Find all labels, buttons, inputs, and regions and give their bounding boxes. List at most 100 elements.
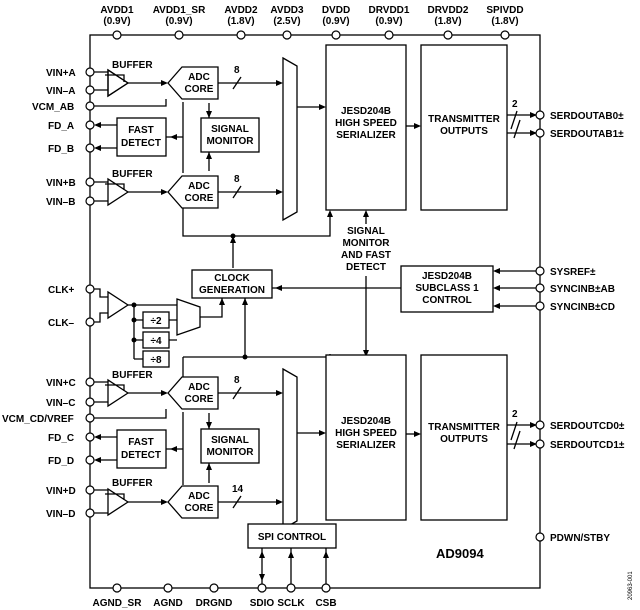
arrow-sdio-up (259, 551, 265, 558)
pin-vin-a-p (85, 67, 95, 77)
channel-a: VIN+A VIN–A BUFFER ADC CORE 8 (46, 60, 283, 100)
pin-sysref (535, 266, 545, 276)
junction-clk2 (131, 317, 137, 323)
junction-clk3 (131, 337, 137, 343)
buffer-a-outline (105, 68, 130, 98)
wire-fd-cd (97, 436, 117, 461)
signal-monitor-ab: SIGNAL MONITOR (200, 103, 260, 171)
adc-core-d-l1: ADC (188, 491, 210, 502)
fast-detect-cd-box (116, 429, 167, 469)
part-number: AD9094 (436, 546, 484, 561)
arrow-smfd-bottom (363, 350, 369, 357)
label-buffer-d: BUFFER (112, 478, 153, 489)
label-vin-d-p: VIN+D (46, 486, 76, 497)
bus-width-d: 14 (232, 484, 244, 495)
clock-buffer (107, 290, 130, 320)
label-sysref: SYSREF± (550, 267, 596, 278)
label-clk-n: CLK– (48, 318, 75, 329)
pin-avdd3 (282, 30, 292, 40)
pin-avdd1-sr (174, 30, 184, 40)
channel-c: VIN+C VIN–C BUFFER ADC CORE 8 (46, 357, 283, 410)
label-fd-b: FD_B (48, 144, 74, 155)
pin-serdout-cd0 (535, 420, 545, 430)
clock-generation (191, 269, 273, 299)
adc-core-a-l2: CORE (185, 84, 214, 95)
smfd-label-l2: MONITOR (342, 238, 390, 249)
label-vin-b-n: VIN–B (46, 197, 75, 208)
mux-cd (282, 367, 298, 531)
buffer-d (105, 487, 130, 517)
signal-monitor-cd-l2: MONITOR (206, 447, 254, 458)
pin-clk-n (85, 317, 95, 327)
wire-vin-c (94, 381, 108, 403)
jesd-ab-l3: SERIALIZER (336, 130, 396, 141)
adc-core-d-l2: CORE (185, 503, 214, 514)
pin-avdd2 (236, 30, 246, 40)
bus-width-serdout-cd: 2 (512, 409, 518, 420)
adc-core-b-l2: CORE (185, 193, 214, 204)
arrow-fd-c (94, 434, 101, 440)
arrow-fd-b (94, 145, 101, 151)
supply-pins: AVDD1 (0.9V) AVDD1_SR (0.9V) AVDD2 (1.8V… (100, 5, 524, 40)
signal-monitor-ab-l2: MONITOR (206, 136, 254, 147)
pin-serdout-cd1 (535, 439, 545, 449)
signal-monitor-ab-l1: SIGNAL (211, 124, 249, 135)
channel-d: VIN+D VIN–D BUFFER ADC CORE 14 (46, 478, 283, 520)
arrow-sm-ab-b (206, 152, 212, 159)
supply-name-spivdd: SPIVDD (486, 5, 523, 16)
buffer-c (105, 378, 130, 408)
pin-serdout-ab1 (535, 128, 545, 138)
pin-sdio (257, 583, 267, 593)
label-vin-c-n: VIN–C (46, 398, 75, 409)
label-vin-c-p: VIN+C (46, 378, 76, 389)
arrow-clkmux-gen (219, 298, 225, 305)
label-drgnd: DRGND (196, 598, 233, 609)
label-syncinb-ab: SYNCINB±AB (550, 284, 615, 295)
fast-detect-ab: FD_A FD_B FAST DETECT (48, 102, 184, 173)
arrow-clock-from-cd (242, 298, 248, 305)
label-fd-d: FD_D (48, 456, 74, 467)
jesd-cd-l1: JESD204B (341, 416, 391, 427)
adc-core-c-l2: CORE (185, 394, 214, 405)
label-csb: CSB (315, 598, 336, 609)
pin-agnd (163, 583, 173, 593)
arrow-csb (323, 551, 329, 558)
tx-ab-l1: TRANSMITTER (428, 114, 500, 125)
tx-cd-l2: OUTPUTS (440, 434, 488, 445)
arrow-sclk (288, 551, 294, 558)
pin-avdd1 (112, 30, 122, 40)
clock-gen-l1: CLOCK (214, 273, 250, 284)
divider-8 (142, 350, 170, 368)
label-vcm-cd: VCM_CD/VREF (2, 414, 74, 425)
label-agnd: AGND (153, 598, 182, 609)
pin-dvdd (331, 30, 341, 40)
pin-vcm-cd (85, 413, 95, 423)
arrow-sm-cd-c (206, 422, 212, 429)
wire-clkmux-gen (200, 298, 223, 318)
pin-csb (321, 583, 331, 593)
adc-core-b-l1: ADC (188, 181, 210, 192)
pin-fd-b (85, 143, 95, 153)
pin-drvdd2 (443, 30, 453, 40)
arrow-serdout-cd1 (530, 441, 537, 447)
signal-monitor-cd-l1: SIGNAL (211, 435, 249, 446)
pin-drvdd1 (384, 30, 394, 40)
wire-subclass-pins (496, 270, 536, 307)
label-fd-c: FD_C (48, 433, 74, 444)
pin-spivdd (500, 30, 510, 40)
arrow-fd-a (94, 122, 101, 128)
arrow-syncinb-cd (493, 303, 500, 309)
smfd-label-l1: SIGNAL (347, 226, 385, 237)
pin-clk-p (85, 284, 95, 294)
arrow-mux-cd-jesd (319, 430, 326, 436)
fast-detect-cd-l2: DETECT (121, 450, 161, 461)
divider-4-label: ÷4 (150, 336, 161, 347)
fast-detect-cd: FD_C FD_D FAST DETECT (48, 412, 184, 485)
arrow-buffer-c-adc (161, 390, 168, 396)
supply-voltage-drvdd2: (1.8V) (434, 16, 461, 27)
spi-control (247, 523, 337, 549)
label-serdout-cd0: SERDOUTCD0± (550, 421, 625, 432)
tx-cd-l1: TRANSMITTER (428, 422, 500, 433)
label-vin-d-n: VIN–D (46, 509, 75, 520)
